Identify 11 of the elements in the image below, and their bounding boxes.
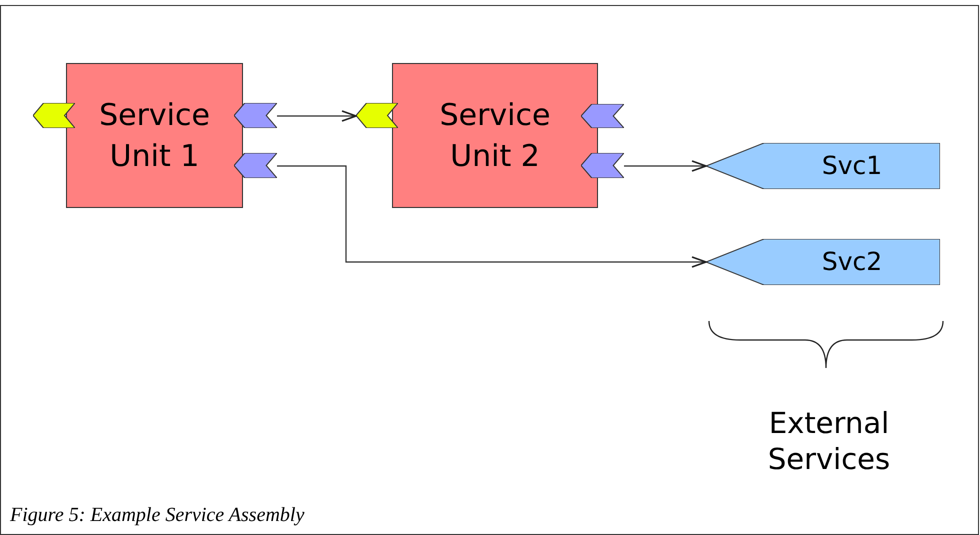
service-label: Svc1 xyxy=(820,150,884,182)
figure-caption: Figure 5: Example Service Assembly xyxy=(10,503,304,528)
service-tag xyxy=(706,143,940,189)
service-tag xyxy=(706,239,940,285)
service-label: Svc2 xyxy=(820,246,884,278)
group-label: External Services xyxy=(766,405,892,477)
arrow xyxy=(624,160,707,172)
unit-label: Service Unit 1 xyxy=(99,96,210,176)
unit-label: Service Unit 2 xyxy=(440,96,550,176)
arrow xyxy=(277,165,707,268)
arrow xyxy=(277,110,357,122)
